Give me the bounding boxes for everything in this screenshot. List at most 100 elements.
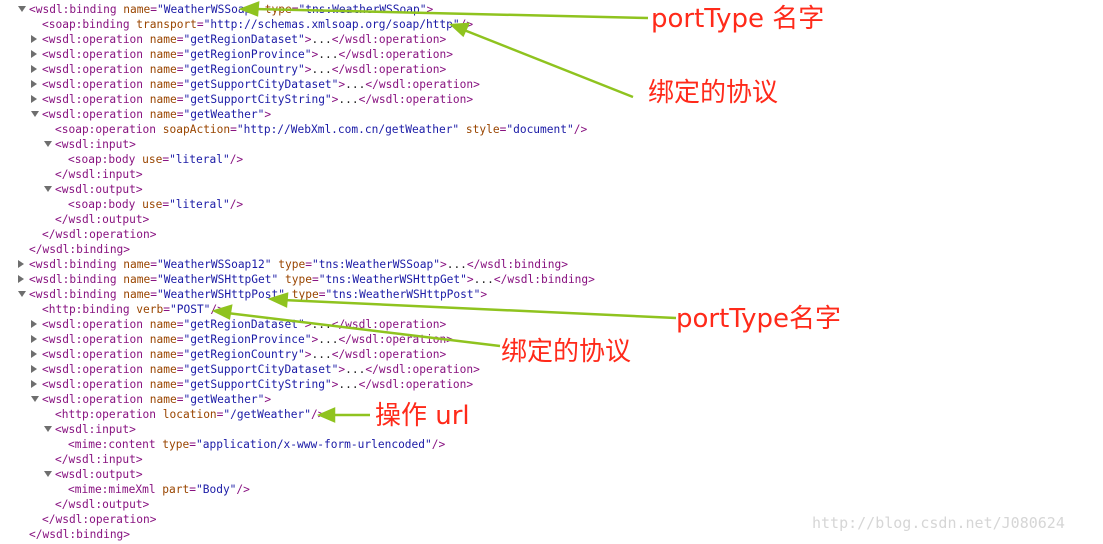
expand-triangle-open-icon[interactable] — [31, 111, 39, 117]
xml-tag: </wsdl:operation> — [338, 333, 453, 346]
xml-line: <wsdl:input> — [44, 137, 136, 152]
xml-tag: <wsdl:binding — [29, 3, 124, 16]
xml-attr-name: style — [465, 123, 500, 136]
expand-triangle-closed-icon[interactable] — [31, 350, 37, 358]
xml-line: <wsdl:binding name="WeatherWSSoap12" typ… — [18, 257, 568, 272]
xml-attr-value: "WeatherWSHttpGet" — [157, 273, 279, 286]
xml-line: <wsdl:operation name="getSupportCityStri… — [31, 92, 473, 107]
xml-tag: </wsdl:input> — [55, 453, 143, 466]
expand-triangle-closed-icon[interactable] — [31, 95, 37, 103]
xml-tag: = — [176, 363, 184, 376]
expand-triangle-closed-icon[interactable] — [31, 35, 37, 43]
xml-line: <wsdl:operation name="getRegionCountry">… — [31, 62, 447, 77]
xml-tag: = — [176, 348, 184, 361]
xml-attr-value: "/getWeather" — [223, 408, 311, 421]
xml-attr-name: name — [149, 333, 177, 346]
xml-attr-value: "WeatherWSSoap" — [157, 3, 259, 16]
expand-triangle-open-icon[interactable] — [18, 6, 26, 12]
xml-line: </wsdl:operation> — [42, 512, 157, 527]
xml-attr-name: name — [123, 288, 151, 301]
expand-triangle-open-icon[interactable] — [31, 396, 39, 402]
xml-tag: </wsdl:output> — [55, 213, 150, 226]
xml-tag: <http:operation — [55, 408, 163, 421]
expand-triangle-closed-icon[interactable] — [31, 80, 37, 88]
xml-line: </wsdl:binding> — [29, 242, 130, 257]
xml-line: </wsdl:output> — [55, 497, 149, 512]
xml-attr-value: "tns:WeatherWSSoap" — [311, 258, 440, 271]
expand-triangle-closed-icon[interactable] — [31, 320, 37, 328]
xml-tag: > — [338, 363, 346, 376]
xml-line: </wsdl:operation> — [42, 227, 157, 242]
xml-tag: <soap:operation — [55, 123, 163, 136]
xml-tag: > — [331, 93, 339, 106]
expand-triangle-closed-icon[interactable] — [31, 380, 37, 388]
xml-line: <http:operation location="/getWeather"/> — [55, 407, 324, 422]
expand-triangle-closed-icon[interactable] — [18, 260, 24, 268]
xml-tag: = — [176, 93, 184, 106]
expand-triangle-closed-icon[interactable] — [31, 335, 37, 343]
annotation-operation-url: 操作 url — [375, 401, 470, 431]
xml-tag: /> — [459, 18, 474, 31]
xml-tag: > — [304, 33, 312, 46]
xml-attr-name: verb — [136, 303, 164, 316]
xml-tag: <wsdl:input> — [55, 138, 136, 151]
xml-tag: = — [150, 273, 157, 286]
xml-tag: /> — [210, 303, 224, 316]
xml-line: <wsdl:operation name="getRegionCountry">… — [31, 347, 446, 362]
xml-tag: <wsdl:input> — [55, 423, 136, 436]
xml-tag: = — [216, 408, 224, 421]
expand-triangle-open-icon[interactable] — [44, 426, 52, 432]
xml-tag: = — [291, 3, 299, 16]
xml-tag: <wsdl:operation — [42, 108, 150, 121]
xml-attr-name: use — [142, 153, 163, 166]
xml-line: <soap:body use="literal"/> — [68, 152, 243, 167]
xml-tag — [285, 288, 292, 301]
xml-attr-name: name — [149, 348, 177, 361]
xml-tag: </wsdl:binding> — [29, 528, 131, 541]
xml-ellipsis: ... — [345, 78, 366, 91]
expand-triangle-open-icon[interactable] — [44, 141, 52, 147]
xml-tag: <wsdl:binding — [29, 288, 124, 301]
xml-tag: /> — [310, 408, 325, 421]
xml-tag: = — [162, 153, 170, 166]
xml-tag: <wsdl:operation — [42, 348, 150, 361]
expand-triangle-closed-icon[interactable] — [18, 275, 24, 283]
xml-ellipsis: ... — [311, 63, 332, 76]
xml-line: <wsdl:operation name="getRegionDataset">… — [31, 317, 446, 332]
xml-line: <wsdl:operation name="getWeather"> — [31, 392, 271, 407]
xml-tag: <wsdl:output> — [55, 183, 143, 196]
xml-tag: > — [304, 63, 312, 76]
xml-tag: </wsdl:operation> — [338, 48, 453, 61]
xml-tag: > — [426, 3, 434, 16]
xml-tag: <mime:content — [68, 438, 163, 451]
xml-attr-value: "getSupportCityDataset" — [183, 78, 339, 91]
xml-attr-value: "tns:WeatherWSHttpGet" — [318, 273, 467, 286]
expand-triangle-closed-icon[interactable] — [31, 50, 37, 58]
xml-attr-name: type — [162, 438, 190, 451]
xml-attr-value: "tns:WeatherWSSoap" — [298, 3, 427, 16]
expand-triangle-closed-icon[interactable] — [31, 365, 37, 373]
xml-attr-name: name — [149, 33, 177, 46]
expand-triangle-open-icon[interactable] — [44, 471, 52, 477]
xml-tag: > — [264, 108, 272, 121]
xml-attr-name: type — [278, 258, 306, 271]
xml-attr-value: "literal" — [169, 153, 230, 166]
xml-line: <http:binding verb="POST"/> — [42, 302, 224, 317]
xml-tag: = — [318, 288, 326, 301]
xml-tag: </wsdl:operation> — [331, 63, 447, 76]
xml-attr-value: "getSupportCityString" — [183, 378, 332, 391]
xml-tag: <wsdl:binding — [29, 258, 124, 271]
xml-ellipsis: ... — [473, 273, 494, 286]
xml-attr-name: type — [291, 288, 319, 301]
expand-triangle-open-icon[interactable] — [44, 186, 52, 192]
expand-triangle-closed-icon[interactable] — [31, 65, 37, 73]
xml-tag: = — [163, 303, 170, 316]
xml-tag: /> — [573, 123, 588, 136]
xml-tag: > — [331, 378, 339, 391]
xml-attr-value: "getRegionProvince" — [183, 48, 312, 61]
xml-ellipsis: ... — [338, 93, 359, 106]
xml-tag — [258, 3, 265, 16]
expand-triangle-open-icon[interactable] — [18, 291, 26, 297]
xml-tag: /> — [431, 438, 446, 451]
xml-tag: </wsdl:binding> — [466, 258, 568, 271]
